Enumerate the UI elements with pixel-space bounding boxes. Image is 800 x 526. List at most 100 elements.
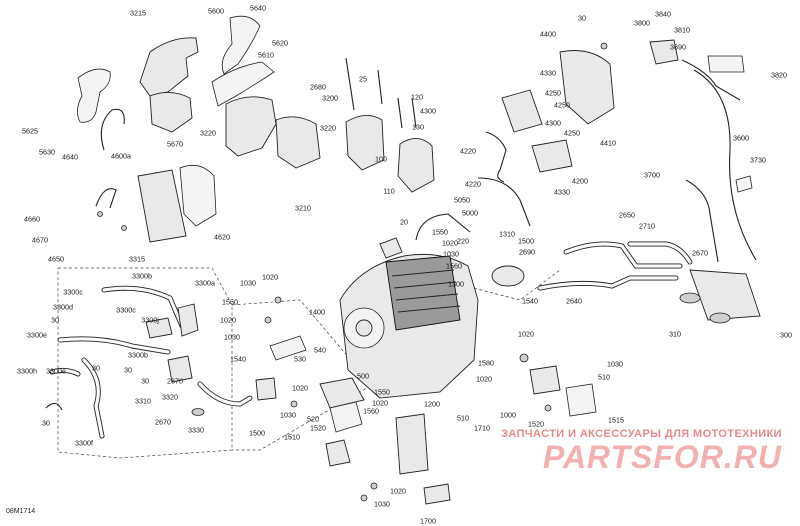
valve-3320: [167, 355, 193, 383]
part-label: 4250: [545, 89, 561, 98]
part-label: 3330: [188, 426, 204, 435]
part-label: 2670: [155, 418, 171, 427]
part-label: 1030: [224, 333, 240, 342]
part-label: 1540: [522, 297, 538, 306]
part-label: 3220: [200, 129, 216, 138]
part-label: 25: [359, 75, 367, 84]
watermark-caption: ЗАПЧАСТИ И АКСЕССУАРЫ ДЛЯ МОТОТЕХНИКИ: [501, 428, 782, 440]
ecm-module-4600a: [137, 169, 187, 243]
part-label: 30: [42, 419, 50, 428]
part-label: 1580: [478, 359, 494, 368]
bolt-1020b: [370, 482, 378, 490]
part-label: 1560: [446, 262, 462, 271]
part-label: 4620: [214, 233, 230, 242]
starter-500: [319, 377, 365, 409]
part-label: 1550: [432, 228, 448, 237]
part-label: 1520: [528, 420, 544, 429]
part-label: 3220: [320, 124, 336, 133]
part-label: 3300c: [63, 288, 83, 297]
part-label: 1520: [310, 424, 326, 433]
heat-shields-group: [77, 15, 277, 157]
part-label: 110: [383, 187, 394, 196]
part-label: 1030: [607, 360, 623, 369]
shield-5610: [211, 61, 275, 107]
part-label: 510: [598, 373, 610, 382]
diagram-id: 08M1714: [6, 508, 36, 515]
part-label: 1020: [292, 384, 308, 393]
part-label: 3320: [162, 393, 178, 402]
part-label: 3300e: [46, 367, 66, 376]
part-label: 5670: [167, 140, 183, 149]
shield-5640: [221, 15, 261, 75]
part-label: 4660: [24, 215, 40, 224]
part-label: 4300: [545, 119, 561, 128]
part-label: 2670: [692, 249, 708, 258]
tee-3300j: [145, 317, 173, 339]
bracket-3820: [707, 55, 745, 73]
cable-3690: [681, 59, 741, 101]
bracket-1200: [395, 413, 429, 475]
part-label: 4200: [572, 177, 588, 186]
engine-block: [319, 213, 479, 467]
stud-120a: [377, 69, 383, 105]
part-label: 1310: [499, 230, 515, 239]
part-label: 4600a: [111, 152, 131, 161]
part-label: 1300: [448, 280, 464, 289]
hose-4220: [485, 131, 507, 183]
part-label: 4400: [540, 30, 556, 39]
part-label: 1020: [476, 375, 492, 384]
part-label: 3300b: [132, 272, 152, 281]
part-label: 3200: [322, 94, 338, 103]
part-label: 2710: [639, 222, 655, 231]
sensor-1580: [519, 353, 529, 363]
left-hose-group: [45, 285, 253, 439]
part-label: 3730: [750, 156, 766, 165]
ecm-bracket-4620: [179, 164, 217, 227]
bolt-4650: [121, 225, 127, 231]
part-label: 2650: [619, 211, 635, 220]
part-label: 1030: [240, 279, 256, 288]
shield-3220-large: [225, 96, 277, 157]
part-label: 2690: [519, 248, 535, 257]
module-4300: [501, 89, 543, 133]
part-label: 3310: [135, 397, 151, 406]
part-label: 3300b: [128, 351, 148, 360]
head-cover-110: [397, 138, 435, 193]
bolt-1030c: [360, 494, 368, 502]
clamp-310a: [679, 292, 701, 304]
part-label: 20: [400, 218, 408, 227]
watermark: ЗАПЧАСТИ И АКСЕССУАРЫ ДЛЯ МОТОТЕХНИКИ PA…: [501, 428, 782, 474]
part-label: 100: [375, 155, 387, 164]
head-cover-100: [345, 115, 385, 171]
part-label: 2680: [310, 83, 326, 92]
lower-parts-group: [360, 353, 597, 505]
part-label: 3800: [634, 19, 650, 28]
bracket-1700: [423, 483, 451, 505]
cap-3730: [735, 175, 753, 193]
part-label: 3840: [655, 10, 671, 19]
cylinder-fins: [391, 269, 461, 313]
part-label: 5620: [272, 39, 288, 48]
solenoid-1510: [325, 439, 351, 467]
part-label: 4300: [420, 107, 436, 116]
part-label: 1550: [374, 388, 390, 397]
part-label: 4670: [32, 236, 48, 245]
part-label: 5050: [454, 196, 470, 205]
part-label: 4250: [564, 129, 580, 138]
part-label: 30: [51, 316, 59, 325]
oil-filter-group: [255, 296, 307, 408]
filter-1500: [255, 377, 277, 401]
clamp-2670-left: [191, 408, 205, 416]
bracket-1400: [269, 335, 307, 361]
part-label: 3300e: [27, 331, 47, 340]
part-label: 30: [124, 366, 132, 375]
part-label: 3300f: [75, 439, 93, 448]
part-label: 4410: [600, 139, 616, 148]
module-4200: [531, 139, 573, 173]
part-label: 4250: [554, 101, 570, 110]
part-label: 1200: [424, 400, 440, 409]
bracket-3200: [275, 116, 321, 169]
part-label: 4220: [460, 147, 476, 156]
part-label: 1510: [284, 433, 300, 442]
